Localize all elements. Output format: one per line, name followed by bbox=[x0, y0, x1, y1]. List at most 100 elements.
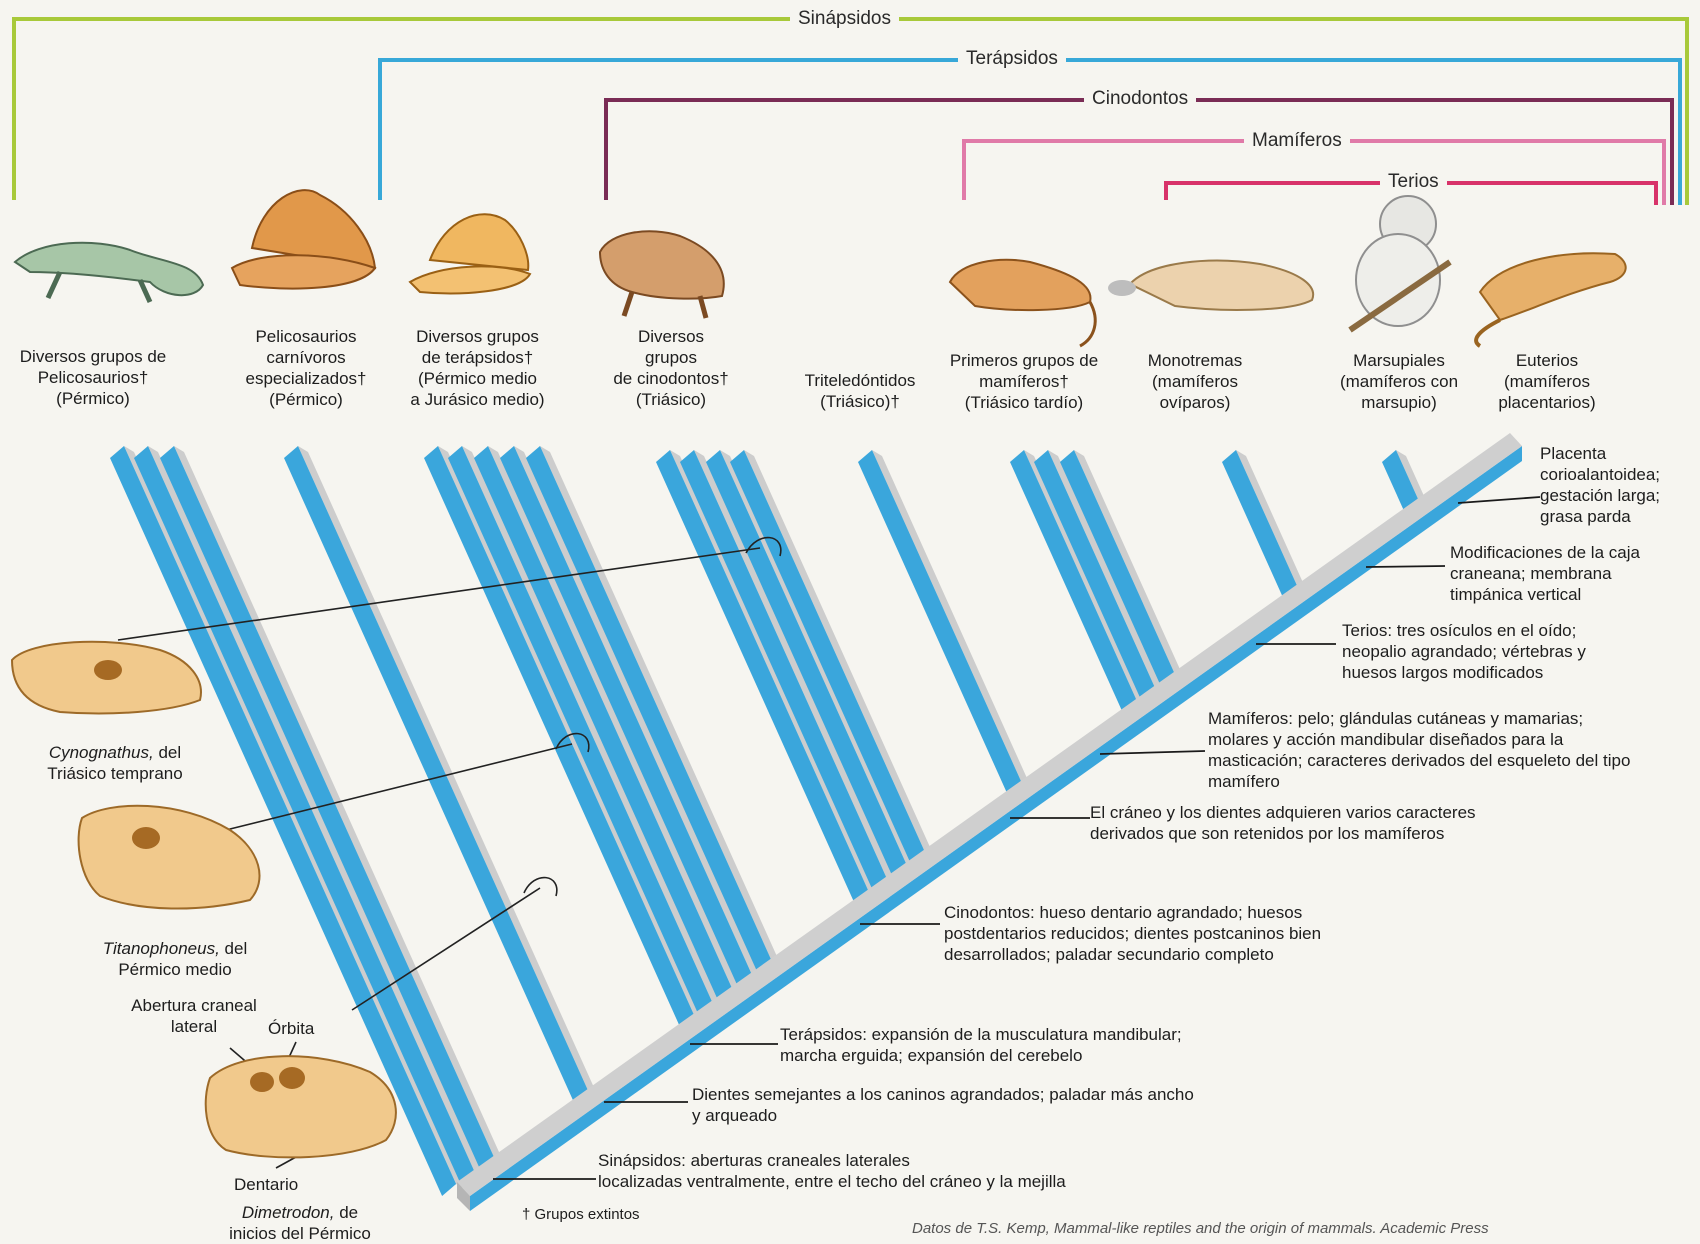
taxon-label-line: grupos bbox=[596, 347, 746, 368]
taxon-label-line: Triteledóntidos bbox=[770, 370, 950, 391]
skull-name: Dimetrodon, bbox=[242, 1203, 335, 1222]
character-label-terapsidos: Terápsidos: expansión de la musculatura … bbox=[780, 1024, 1182, 1066]
taxon-label-line: Euterios bbox=[1462, 350, 1632, 371]
character-label-line: molares y acción mandibular diseñados pa… bbox=[1208, 729, 1630, 750]
lizard-icon bbox=[15, 243, 203, 302]
taxon-label-line: (Triásico)† bbox=[770, 391, 950, 412]
weasel-icon bbox=[1476, 253, 1626, 346]
dimetrodon-skull-icon bbox=[206, 1056, 396, 1157]
taxon-label-line: mamíferos† bbox=[924, 371, 1124, 392]
character-label-line: corioalantoidea; bbox=[1540, 464, 1660, 485]
tick-mamiferos bbox=[1100, 751, 1205, 754]
taxon-label-line: Monotremas bbox=[1110, 350, 1280, 371]
taxon-label-line: de cinodontos† bbox=[596, 368, 746, 389]
character-label-line: Dientes semejantes a los caninos agranda… bbox=[692, 1084, 1194, 1105]
branch-shade bbox=[872, 450, 1031, 788]
character-label-line: Sinápsidos: aberturas craneales laterale… bbox=[598, 1150, 1066, 1171]
character-label-craneo-dientes: El cráneo y los dientes adquieren varios… bbox=[1090, 802, 1476, 844]
branch bbox=[1222, 450, 1297, 598]
taxon-label-line: a Jurásico medio) bbox=[390, 389, 565, 410]
character-label-line: derivados que son retenidos por los mamí… bbox=[1090, 823, 1476, 844]
character-label-line: Mamíferos: pelo; glándulas cutáneas y ma… bbox=[1208, 708, 1630, 729]
early-mammal-icon bbox=[950, 260, 1095, 346]
character-label-line: marcha erguida; expansión del cerebelo bbox=[780, 1045, 1182, 1066]
character-label-line: localizadas ventralmente, entre el techo… bbox=[598, 1171, 1066, 1192]
character-label-mamiferos: Mamíferos: pelo; glándulas cutáneas y ma… bbox=[1208, 708, 1630, 792]
character-label-line: desarrollados; paladar secundario comple… bbox=[944, 944, 1321, 965]
clade-label-terios: Terios bbox=[1380, 171, 1447, 193]
koala-icon bbox=[1350, 196, 1450, 330]
character-label-line: postdentarios reducidos; dientes postcan… bbox=[944, 923, 1321, 944]
character-label-line: El cráneo y los dientes adquieren varios… bbox=[1090, 802, 1476, 823]
character-label-line: y arqueado bbox=[692, 1105, 1194, 1126]
skull-age: inicios del Pérmico bbox=[229, 1224, 371, 1243]
taxon-label-triteledontidos: Triteledóntidos(Triásico)† bbox=[770, 370, 950, 412]
footnote: † Grupos extintos bbox=[522, 1204, 640, 1225]
label-dentario: Dentario bbox=[234, 1174, 298, 1195]
character-label-line: masticación; caracteres derivados del es… bbox=[1208, 750, 1630, 771]
taxon-label-line: Diversos grupos bbox=[390, 326, 565, 347]
clade-label-cinodontos: Cinodontos bbox=[1084, 88, 1196, 110]
taxon-label-line: (Pérmico) bbox=[8, 388, 178, 409]
character-label-line: mamífero bbox=[1208, 771, 1630, 792]
taxon-label-line: Diversos grupos de bbox=[8, 346, 178, 367]
clade-label-mamiferos: Mamíferos bbox=[1244, 130, 1350, 152]
taxon-label-marsupiales: Marsupiales(mamíferos conmarsupio) bbox=[1314, 350, 1484, 413]
skull-age: Pérmico medio bbox=[118, 960, 231, 979]
character-label-cinodontos: Cinodontos: hueso dentario agrandado; hu… bbox=[944, 902, 1321, 965]
taxon-label-line: (mamíferos con bbox=[1314, 371, 1484, 392]
tick-caja bbox=[1366, 566, 1445, 567]
taxon-label-line: Diversos bbox=[596, 326, 746, 347]
caption-titanophoneus: Titanophoneus, del Pérmico medio bbox=[70, 938, 280, 980]
taxon-label-line: (Pérmico) bbox=[226, 389, 386, 410]
character-label-line: Terápsidos: expansión de la musculatura … bbox=[780, 1024, 1182, 1045]
character-label-line: gestación larga; bbox=[1540, 485, 1660, 506]
taxon-label-line: (Triásico) bbox=[596, 389, 746, 410]
character-label-line: grasa parda bbox=[1540, 506, 1660, 527]
taxon-label-line: Pelicosaurios bbox=[226, 326, 386, 347]
character-label-line: timpánica vertical bbox=[1450, 584, 1640, 605]
caption-cynognathus: Cynognathus, del Triásico temprano bbox=[10, 742, 220, 784]
character-label-placenta: Placentacorioalantoidea;gestación larga;… bbox=[1540, 443, 1660, 527]
taxon-label-line: Primeros grupos de bbox=[924, 350, 1124, 371]
taxon-label-line: ovíparos) bbox=[1110, 392, 1280, 413]
credit: Datos de T.S. Kemp, Mammal-like reptiles… bbox=[912, 1218, 1489, 1239]
skull-age: Triásico temprano bbox=[47, 764, 182, 783]
clade-label-terapsidos: Terápsidos bbox=[958, 48, 1066, 70]
character-label-line: neopalio agrandado; vértebras y bbox=[1342, 641, 1586, 662]
skull-rest: del bbox=[220, 939, 247, 958]
branch bbox=[706, 450, 906, 876]
taxon-label-line: de terápsidos† bbox=[390, 347, 565, 368]
cynodont-icon bbox=[600, 231, 724, 318]
branch-link-dimetrodon bbox=[524, 878, 557, 896]
label-abertura: Abertura craneal lateral bbox=[104, 995, 284, 1037]
character-label-line: craneana; membrana bbox=[1450, 563, 1640, 584]
taxon-label-cinodontos: Diversosgruposde cinodontos†(Triásico) bbox=[596, 326, 746, 410]
character-label-terios: Terios: tres osículos en el oído;neopali… bbox=[1342, 620, 1586, 683]
tick-placenta bbox=[1458, 497, 1540, 503]
character-label-line: Placenta bbox=[1540, 443, 1660, 464]
taxon-label-line: marsupio) bbox=[1314, 392, 1484, 413]
label-abertura-line: lateral bbox=[171, 1017, 217, 1036]
taxon-label-line: (Triásico tardío) bbox=[924, 392, 1124, 413]
taxon-label-line: Pelicosaurios† bbox=[8, 367, 178, 388]
titanophoneus-skull-icon bbox=[79, 806, 260, 909]
taxon-label-line: (mamíferos bbox=[1110, 371, 1280, 392]
label-abertura-line: Abertura craneal bbox=[131, 996, 257, 1015]
character-label-line: huesos largos modificados bbox=[1342, 662, 1586, 683]
taxon-label-line: placentarios) bbox=[1462, 392, 1632, 413]
cynognathus-skull-icon bbox=[12, 642, 201, 714]
character-label-caninos: Dientes semejantes a los caninos agranda… bbox=[692, 1084, 1194, 1126]
taxon-label-line: (Pérmico medio bbox=[390, 368, 565, 389]
therapsid-icon bbox=[410, 214, 530, 293]
character-label-line: Cinodontos: hueso dentario agrandado; hu… bbox=[944, 902, 1321, 923]
taxon-label-line: Marsupiales bbox=[1314, 350, 1484, 371]
dimetrodon-icon bbox=[232, 190, 375, 288]
clade-label-sinapsidos: Sinápsidos bbox=[790, 8, 899, 30]
taxon-label-line: especializados† bbox=[226, 368, 386, 389]
